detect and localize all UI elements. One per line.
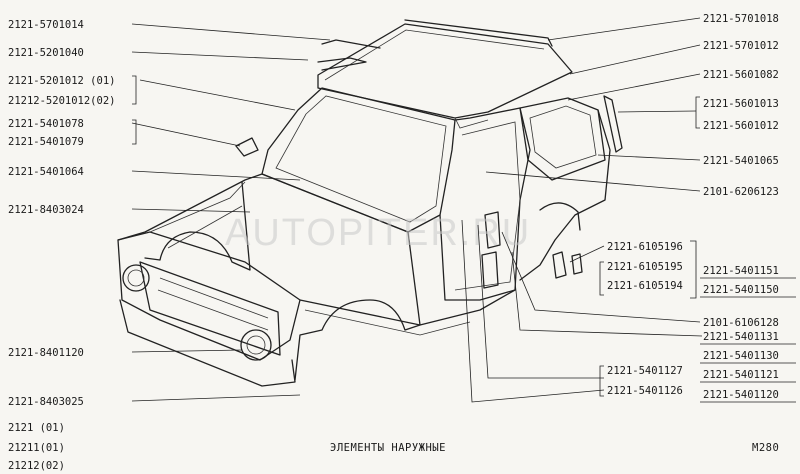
label-underlines	[700, 277, 796, 403]
page-code: М280	[752, 442, 779, 454]
part-label: 2121-5401064	[8, 166, 84, 178]
part-label: 2121-5701018	[703, 13, 779, 25]
part-label: 2121-6105194	[607, 280, 683, 292]
part-label: 2121-5601013	[703, 98, 779, 110]
part-label: 2121-5401127	[607, 365, 683, 377]
part-label: 2121-5401131	[703, 331, 779, 343]
part-label: 2121-5601012	[703, 120, 779, 132]
model-code: 2121 (01)	[8, 422, 65, 434]
left-part-labels: 2121-5701014 2121-5201040 2121-5201012 (…	[8, 19, 115, 408]
part-label: 2121-5401079	[8, 136, 84, 148]
part-label: 2121-5401130	[703, 350, 779, 362]
watermark: AUTOPITER.RU	[225, 212, 531, 254]
leader-lines	[131, 17, 703, 403]
part-label: 2121-5701014	[8, 19, 84, 31]
label-brackets	[132, 75, 700, 397]
part-label: 2121-5401078	[8, 118, 84, 130]
diagram-caption: ЭЛЕМЕНТЫ НАРУЖНЫЕ	[330, 442, 446, 454]
part-label: 2121-5401126	[607, 385, 683, 397]
part-label: 2121-8401120	[8, 347, 84, 359]
part-label: 2121-8403024	[8, 204, 84, 216]
part-label: 2101-6206123	[703, 186, 779, 198]
part-label: 2121-5601082	[703, 69, 779, 81]
part-label: 2121-5401151	[703, 265, 779, 277]
part-label: 2121-5201040	[8, 47, 84, 59]
car-body-drawing	[117, 19, 623, 387]
part-label: 2121-5201012 (01)	[8, 75, 115, 87]
part-label: 2101-6106128	[703, 317, 779, 329]
part-label: 2121-5401065	[703, 155, 779, 167]
right-part-labels: 2121-5701018 2121-5701012 2121-5601082 2…	[607, 13, 779, 401]
part-label: 2121-5701012	[703, 40, 779, 52]
part-label: 21212-5201012(02)	[8, 95, 115, 107]
part-label: 2121-5401120	[703, 389, 779, 401]
model-code: 21211(01)	[8, 442, 65, 454]
model-code: 21212(02)	[8, 460, 65, 472]
part-label: 2121-8403025	[8, 396, 84, 408]
part-label: 2121-6105196	[607, 241, 683, 253]
part-label: 2121-5401150	[703, 284, 779, 296]
part-label: 2121-6105195	[607, 261, 683, 273]
footer: 2121 (01) 21211(01) 21212(02) ЭЛЕМЕНТЫ Н…	[8, 422, 779, 472]
part-label: 2121-5401121	[703, 369, 779, 381]
